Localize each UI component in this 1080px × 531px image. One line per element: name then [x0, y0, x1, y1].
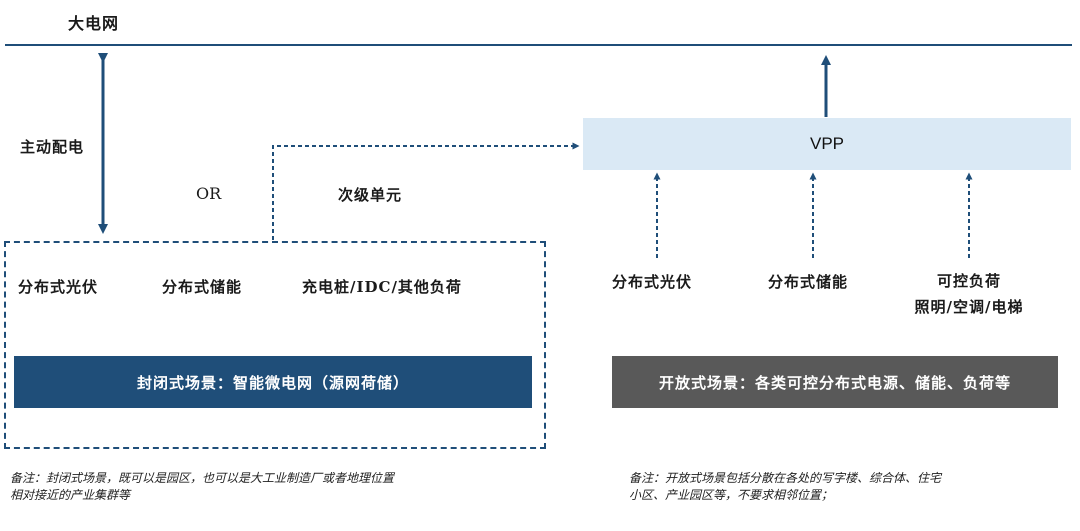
closed-note-line-2: 相对接近的产业集群等	[10, 488, 131, 502]
open-item-load-subtitle: 照明/空调/电梯	[914, 298, 1024, 316]
open-item-pv: 分布式光伏	[612, 273, 693, 291]
or-label: OR	[196, 184, 222, 203]
open-item-storage: 分布式储能	[768, 273, 849, 291]
open-item-controllable-load: 可控负荷 照明/空调/电梯	[910, 270, 1028, 317]
closed-scenario-box	[4, 241, 546, 449]
open-banner-text: 开放式场景：各类可控分布式电源、储能、负荷等	[658, 373, 1011, 392]
grid-label: 大电网	[68, 14, 120, 33]
closed-scenario-banner: 封闭式场景：智能微电网（源网荷储）	[14, 356, 532, 408]
vpp-label: VPP	[809, 134, 845, 153]
vpp-box: VPP	[583, 118, 1071, 170]
open-scenario-banner: 开放式场景：各类可控分布式电源、储能、负荷等	[612, 356, 1058, 408]
open-note-line-2: 小区、产业园区等，不要求相邻位置；	[629, 488, 834, 502]
closed-note-line-1: 备注：封闭式场景，既可以是园区，也可以是大工业制造厂或者地理位置	[10, 471, 395, 485]
open-note-line-1: 备注：开放式场景包括分散在各处的写字楼、综合体、住宅	[629, 471, 942, 485]
active-distribution-label: 主动配电	[20, 138, 85, 156]
closed-banner-text: 封闭式场景：智能微电网（源网荷储）	[136, 373, 409, 392]
closed-item-pv: 分布式光伏	[18, 278, 99, 296]
closed-scenario-note: 备注：封闭式场景，既可以是园区，也可以是大工业制造厂或者地理位置 相对接近的产业…	[10, 470, 555, 504]
closed-item-storage: 分布式储能	[162, 278, 243, 296]
sub-unit-label: 次级单元	[338, 186, 403, 204]
open-item-load-title: 可控负荷	[936, 272, 1001, 290]
sub-unit-dashed-arrow	[272, 142, 580, 240]
open-scenario-note: 备注：开放式场景包括分散在各处的写字楼、综合体、住宅 小区、产业园区等，不要求相…	[629, 470, 1069, 504]
closed-item-loads: 充电桩/IDC/其他负荷	[302, 278, 462, 296]
